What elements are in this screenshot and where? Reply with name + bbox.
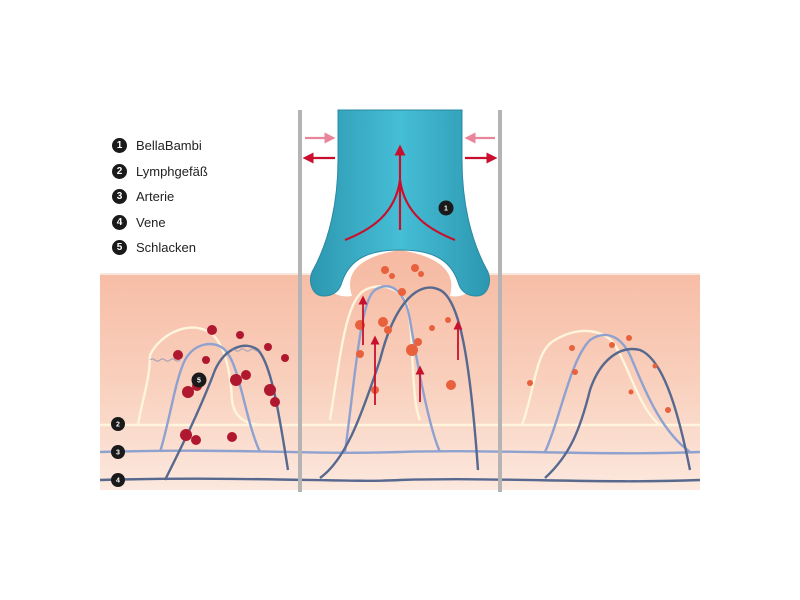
marker-slag: 5 xyxy=(191,372,207,388)
legend-number: 4 xyxy=(112,214,127,230)
legend-number: 1 xyxy=(112,138,127,154)
legend-item-schlacken: 5 Schlacken xyxy=(112,235,208,261)
svg-text:3: 3 xyxy=(116,450,120,457)
legend-label: BellaBambi xyxy=(136,138,202,154)
flow-arrows xyxy=(358,295,463,405)
marker-artery: 3 xyxy=(111,445,125,459)
legend-label: Lymphgefäß xyxy=(136,163,208,179)
vessel-texture xyxy=(149,348,261,362)
svg-text:2: 2 xyxy=(116,422,120,429)
slag-particle xyxy=(527,335,671,413)
legend-item-arterie: 3 Arterie xyxy=(112,184,208,210)
marker-lymph: 2 xyxy=(111,417,125,431)
legend-label: Arterie xyxy=(136,189,175,205)
suction-arrows xyxy=(344,144,456,242)
legend-number: 5 xyxy=(112,240,127,256)
lymph-vessel xyxy=(100,285,700,427)
legend-number: 3 xyxy=(112,189,127,205)
legend: 1 BellaBambi 2 Lymphgefäß 3 Arterie 4 Ve… xyxy=(112,133,208,261)
artery xyxy=(99,285,701,455)
legend-item-bellabambi: 1 BellaBambi xyxy=(112,133,208,159)
skin-tissue xyxy=(100,250,700,490)
legend-label: Vene xyxy=(136,214,166,230)
marker-vein: 4 xyxy=(111,473,125,487)
svg-text:1: 1 xyxy=(444,206,448,213)
svg-text:5: 5 xyxy=(197,378,201,385)
slag-particle xyxy=(173,325,289,445)
legend-item-vene: 4 Vene xyxy=(112,210,208,236)
legend-number: 2 xyxy=(112,163,127,179)
slag-particles xyxy=(173,264,671,445)
legend-label: Schlacken xyxy=(136,240,196,256)
marker-device: 1 xyxy=(438,200,454,216)
pressure-arrows xyxy=(302,132,498,164)
svg-text:4: 4 xyxy=(116,478,120,485)
legend-item-lymphgefaess: 2 Lymphgefäß xyxy=(112,159,208,185)
separator-walls xyxy=(298,110,502,492)
